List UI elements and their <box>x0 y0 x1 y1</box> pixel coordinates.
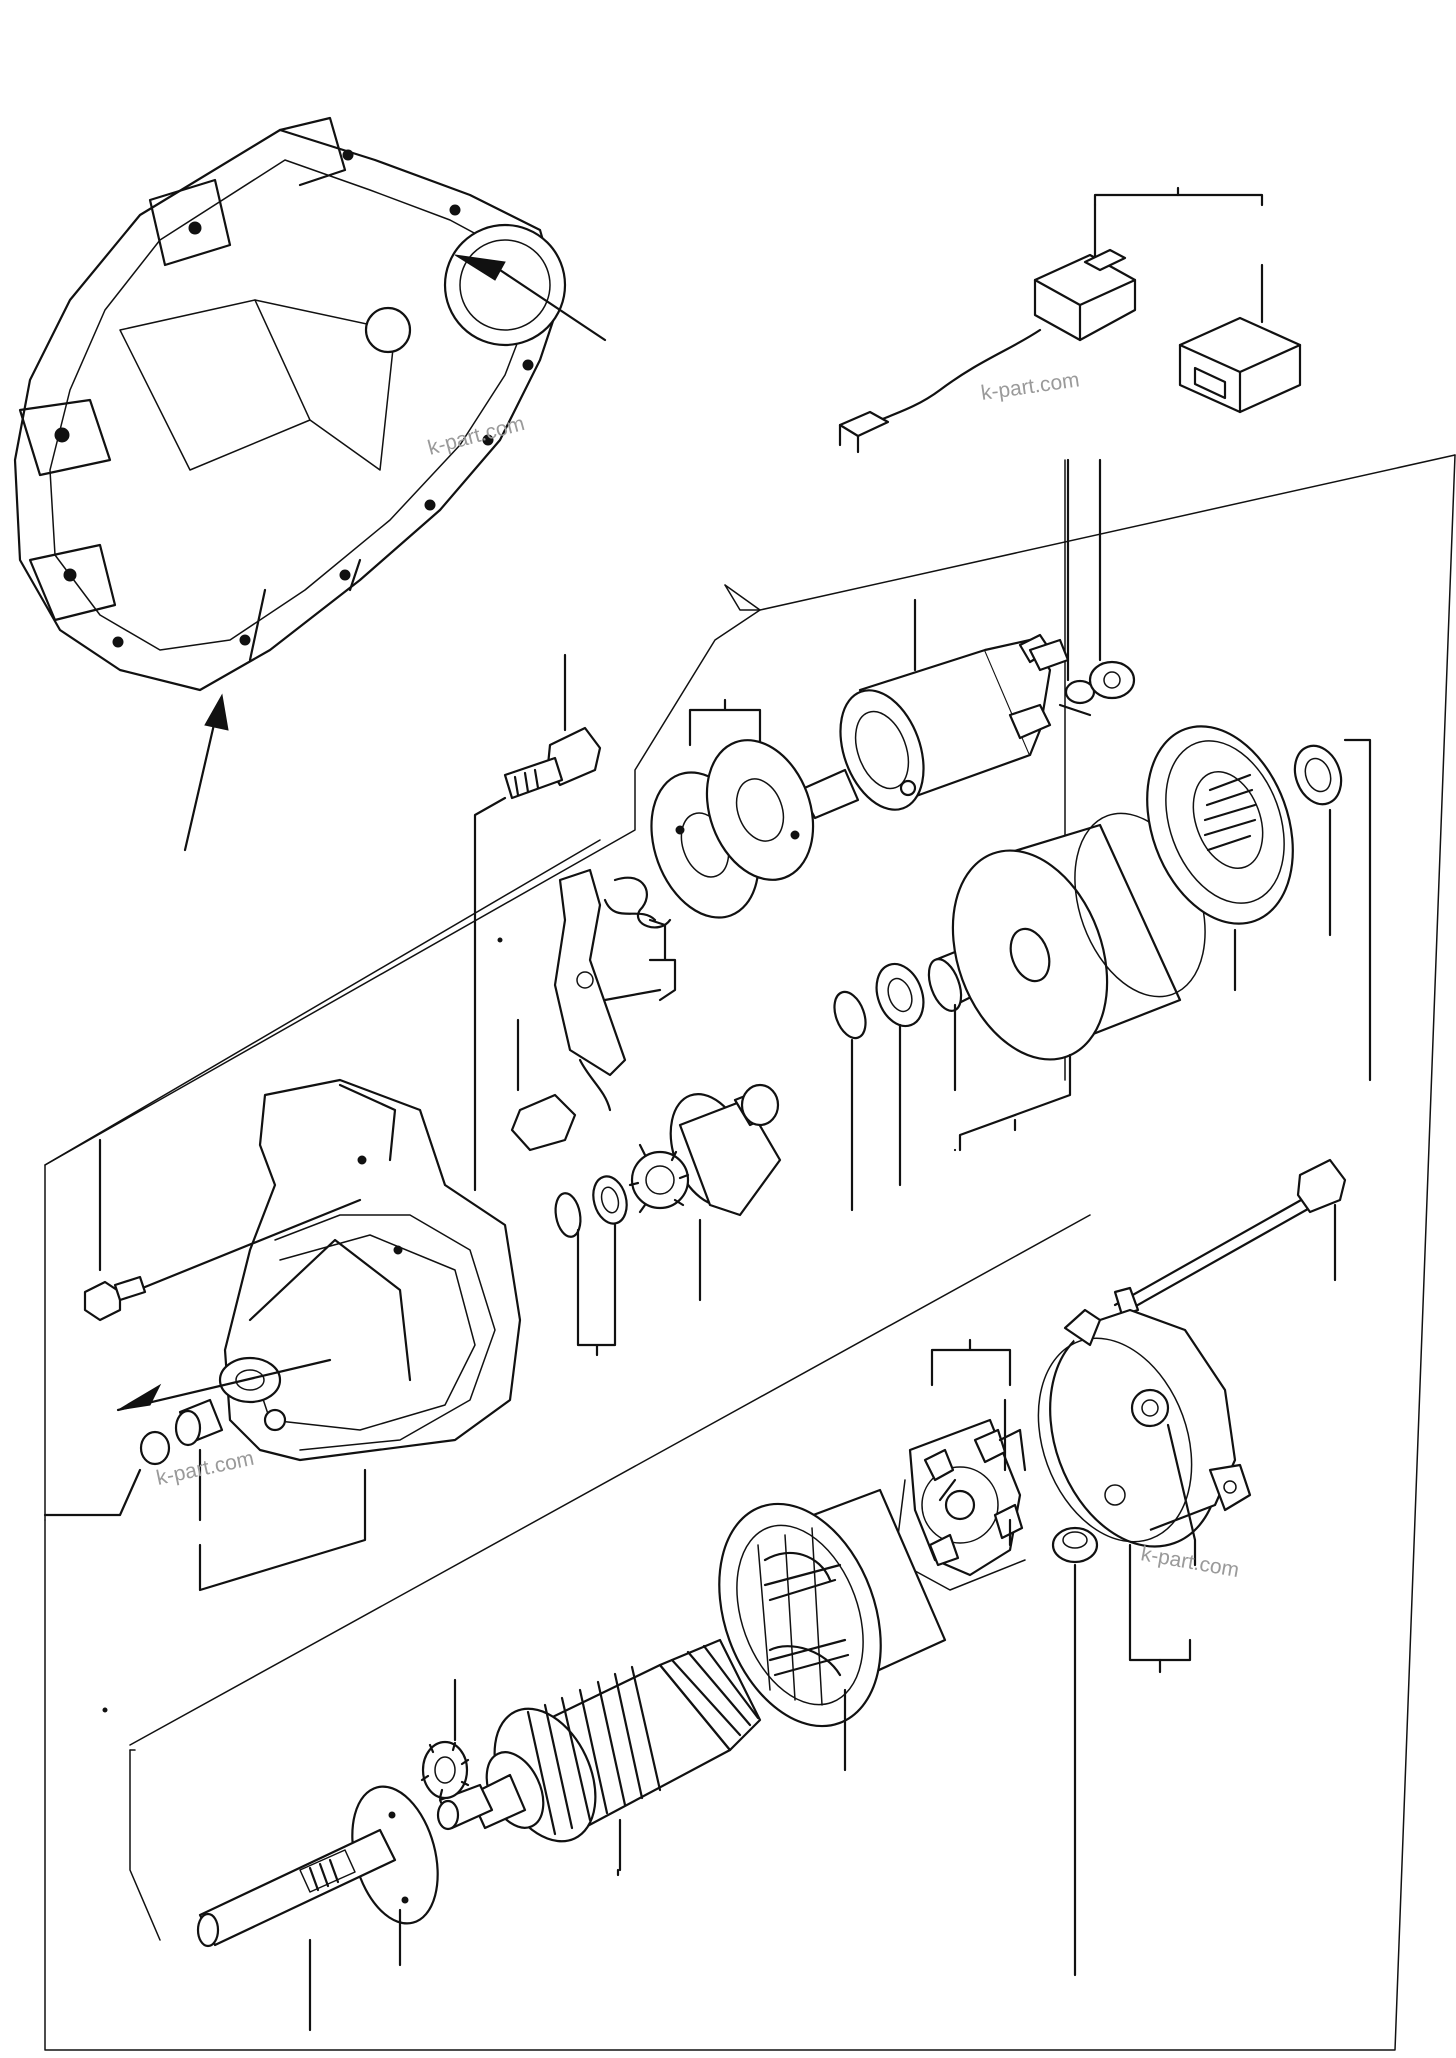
internal-gear-housing <box>951 812 1206 1152</box>
watermark-text: k-part.com <box>1139 1542 1241 1582</box>
rear-end-cover <box>1037 1308 1252 1674</box>
watermark-text: k-part.com <box>979 368 1080 405</box>
through-bolt-left <box>83 1138 362 1322</box>
front-bushing-and-cap <box>43 1383 367 1592</box>
wire-harness-connectors <box>838 186 1302 454</box>
long-through-bolt <box>1113 1158 1347 1317</box>
magnetic-switch <box>798 458 1136 820</box>
marker-dot <box>497 937 503 943</box>
washers-and-bushings-mid <box>833 950 977 1212</box>
internal-gear <box>1146 725 1372 1082</box>
planetary-gear <box>420 1678 470 1800</box>
yoke-field-coil <box>718 1478 957 1772</box>
snap-ring-and-bushing <box>554 1175 628 1357</box>
flange-bolt-top <box>473 653 602 1192</box>
flywheel-housing <box>13 116 607 852</box>
drive-housing <box>116 1078 522 1462</box>
marker-dot <box>102 1707 108 1713</box>
sub-assembly-frame-upper <box>44 454 1456 1521</box>
drive-lever-assembly <box>510 868 677 1152</box>
watermark-text: k-part.com <box>154 1447 256 1490</box>
brush-holder <box>894 1338 1027 1591</box>
output-shaft <box>196 1785 439 2032</box>
pinion-clutch <box>628 1083 782 1302</box>
sub-assembly-frame-lower <box>44 454 1456 2051</box>
grommet <box>1051 1526 1099 1977</box>
armature <box>436 1638 762 1877</box>
brake-plate-pair <box>650 698 815 919</box>
